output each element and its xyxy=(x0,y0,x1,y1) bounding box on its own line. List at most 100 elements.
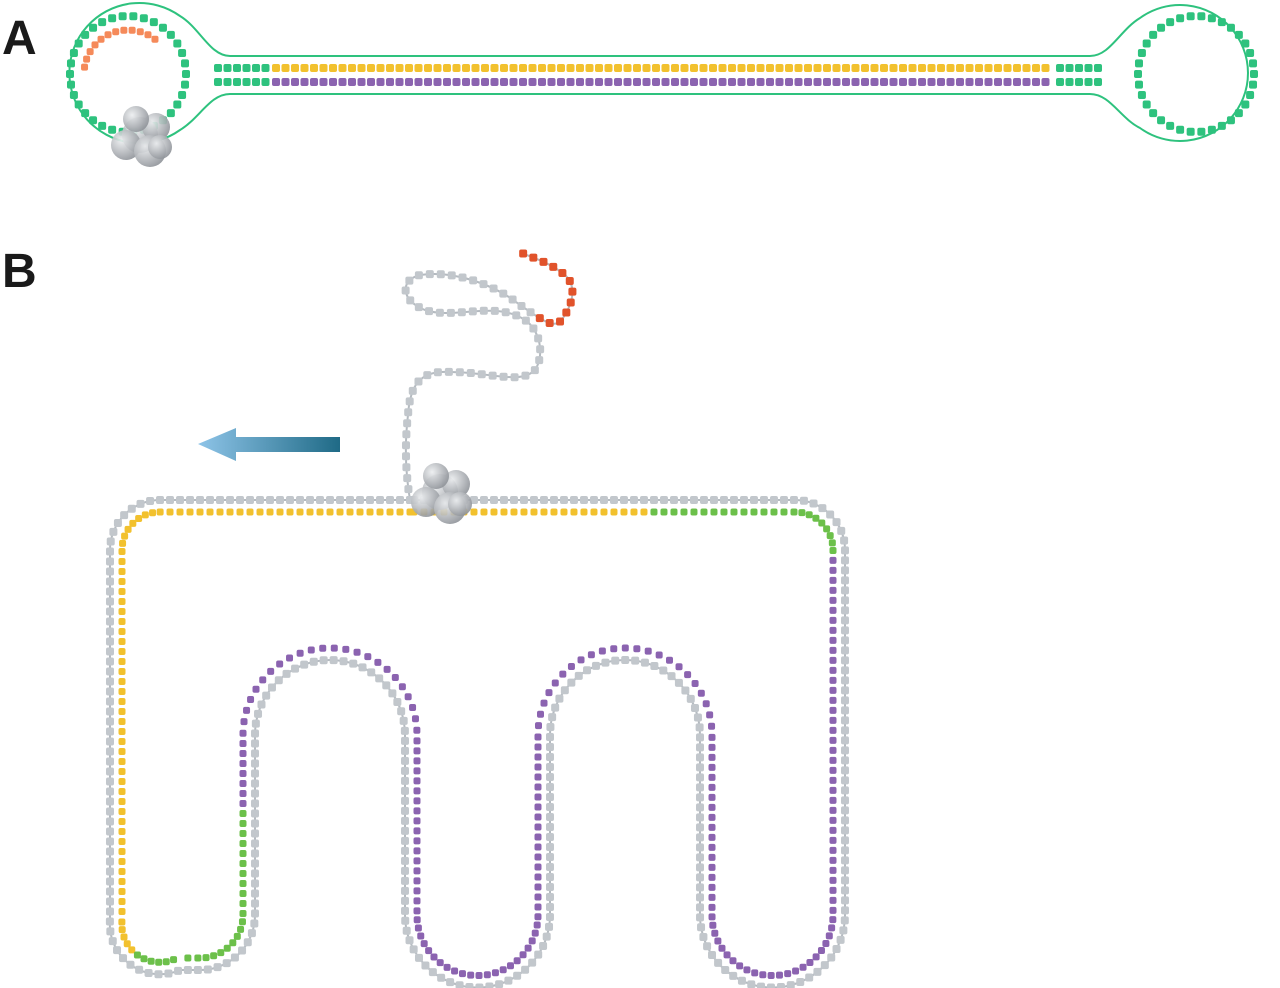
nucleotide xyxy=(696,893,704,902)
nucleotide xyxy=(401,846,409,855)
nucleotide xyxy=(528,937,536,945)
nucleotide xyxy=(178,49,187,58)
nucleotide xyxy=(319,644,327,652)
nucleotide xyxy=(740,508,748,516)
nucleotide xyxy=(1249,59,1258,68)
nucleotide xyxy=(401,766,409,775)
nucleotide xyxy=(405,64,413,72)
nucleotide xyxy=(239,810,247,818)
nucleotide xyxy=(286,654,294,662)
nucleotide xyxy=(1003,78,1012,86)
nucleotide xyxy=(729,957,737,965)
nucleotide xyxy=(119,954,128,963)
nucleotide xyxy=(549,262,558,271)
nucleotide xyxy=(640,658,649,667)
nucleotide xyxy=(822,939,830,947)
nucleotide xyxy=(631,656,640,665)
nucleotide xyxy=(118,667,126,675)
nucleotide xyxy=(1137,90,1146,99)
nucleotide xyxy=(696,763,705,772)
nucleotide xyxy=(121,532,129,540)
nucleotide xyxy=(841,616,849,625)
nucleotide xyxy=(829,596,837,604)
nucleotide xyxy=(984,78,993,86)
nucleotide xyxy=(357,78,366,86)
nucleotide xyxy=(956,78,964,86)
nucleotide xyxy=(398,683,406,691)
nucleotide xyxy=(1249,80,1258,89)
nucleotide xyxy=(639,496,648,505)
nucleotide xyxy=(404,485,413,494)
nucleotide xyxy=(583,666,592,675)
nucleotide xyxy=(539,941,548,950)
nucleotide xyxy=(756,64,765,72)
nucleotide xyxy=(251,749,259,758)
nucleotide xyxy=(393,697,402,706)
nucleotide xyxy=(455,981,464,988)
nucleotide xyxy=(841,886,849,895)
nucleotide xyxy=(558,269,567,278)
nucleotide xyxy=(238,918,246,926)
nucleotide xyxy=(809,499,818,508)
nucleotide xyxy=(251,849,259,858)
nucleotide xyxy=(123,940,131,948)
nucleotide xyxy=(534,743,542,751)
nucleotide xyxy=(300,64,309,72)
nucleotide xyxy=(829,576,837,584)
nucleotide xyxy=(447,271,456,280)
nucleotide xyxy=(296,496,304,504)
nucleotide xyxy=(383,665,391,673)
nucleotide xyxy=(841,546,849,555)
nucleotide xyxy=(230,953,239,962)
nucleotide xyxy=(696,843,704,852)
nucleotide xyxy=(829,626,837,634)
nucleotide xyxy=(108,125,117,134)
nucleotide xyxy=(546,822,554,831)
nucleotide xyxy=(829,546,837,554)
nucleotide xyxy=(239,840,247,848)
nucleotide xyxy=(66,59,75,68)
nucleotide xyxy=(395,78,404,86)
nucleotide xyxy=(443,64,451,72)
nucleotide xyxy=(747,78,755,86)
panel-b-strands xyxy=(105,249,849,988)
nucleotide xyxy=(829,706,837,714)
nucleotide xyxy=(214,78,222,86)
nucleotide xyxy=(521,965,530,974)
nucleotide xyxy=(559,496,568,504)
nucleotide xyxy=(118,877,126,885)
nucleotide xyxy=(239,910,247,918)
nucleotide xyxy=(994,78,1002,86)
nucleotide xyxy=(644,647,652,655)
nucleotide xyxy=(841,816,849,825)
nucleotide xyxy=(135,515,143,523)
nucleotide xyxy=(599,496,608,505)
nucleotide xyxy=(186,508,194,516)
nucleotide xyxy=(106,747,115,756)
nucleotide xyxy=(239,850,247,858)
nucleotide xyxy=(829,606,837,614)
nucleotide xyxy=(281,64,290,72)
nucleotide xyxy=(164,969,173,978)
nucleotide xyxy=(405,276,414,285)
nucleotide xyxy=(106,607,115,616)
nucleotide xyxy=(841,856,849,865)
nucleotide xyxy=(106,827,115,836)
nucleotide xyxy=(836,935,845,944)
nucleotide xyxy=(792,967,800,975)
nucleotide xyxy=(709,496,718,505)
nucleotide xyxy=(670,508,678,516)
nucleotide xyxy=(829,806,837,814)
nucleotide xyxy=(829,866,837,874)
panel-a-backbone xyxy=(68,2,1249,144)
nucleotide xyxy=(1084,78,1093,86)
nucleotide xyxy=(458,273,467,282)
ribosome-icon xyxy=(111,106,172,167)
nucleotide xyxy=(346,508,354,516)
nucleotide xyxy=(310,78,318,86)
nucleotide xyxy=(760,508,768,516)
nucleotide xyxy=(367,64,375,72)
nucleotide xyxy=(918,78,926,86)
nucleotide xyxy=(708,763,716,771)
nucleotide xyxy=(118,807,126,815)
